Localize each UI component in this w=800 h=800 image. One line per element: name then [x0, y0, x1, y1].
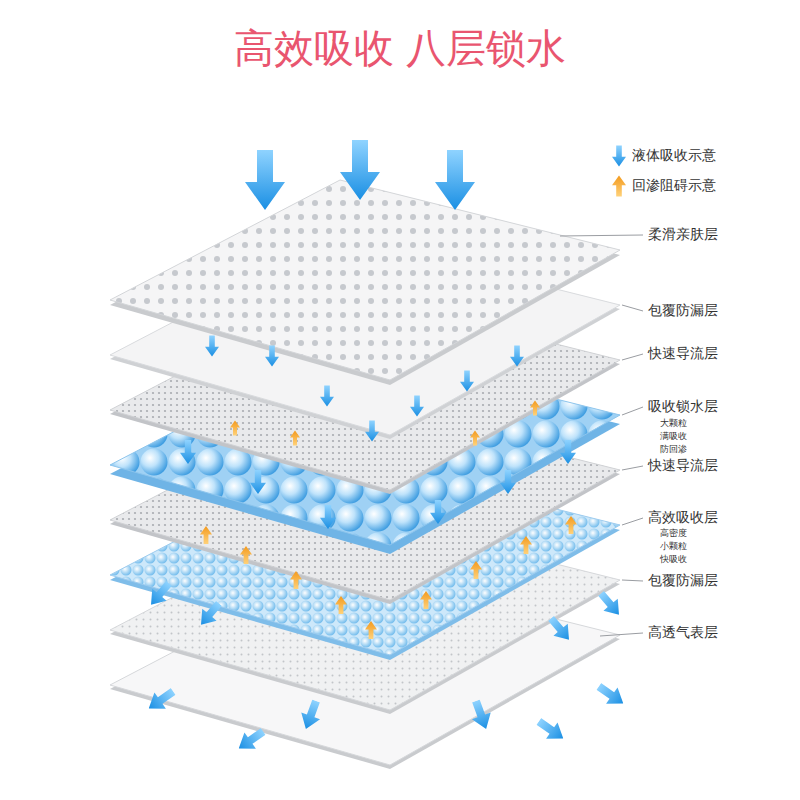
sub-label: 大颗粒	[660, 418, 687, 429]
title: 高效吸收 八层锁水	[0, 24, 800, 72]
absorb-arrows	[245, 140, 475, 210]
layer-label: 吸收锁水层	[648, 398, 718, 415]
sub-label: 快吸收	[660, 554, 687, 565]
layer-label: 快速导流层	[648, 345, 718, 362]
leader-lines	[560, 235, 643, 636]
legend-arrow-icon	[612, 176, 626, 197]
layer-label: 柔滑亲肤层	[648, 226, 718, 243]
legend-text: 回渗阻碍示意	[632, 177, 716, 194]
legend-text: 液体吸收示意	[632, 147, 716, 164]
layer-1	[110, 180, 620, 385]
layer-label: 高效吸收层	[648, 509, 718, 526]
legend-arrow-icon	[612, 146, 626, 167]
layer-label: 包覆防漏层	[648, 302, 718, 319]
sub-label: 满吸收	[660, 431, 687, 442]
layer-label: 快速导流层	[648, 457, 718, 474]
backflow-arrows	[200, 401, 577, 640]
flow-arrows	[143, 336, 629, 757]
layer-label: 包覆防漏层	[648, 572, 718, 589]
layer-label: 高透气表层	[648, 624, 718, 641]
sub-label: 高密度	[660, 528, 687, 539]
sub-label: 防回渗	[660, 444, 687, 455]
sub-label: 小颗粒	[660, 541, 687, 552]
